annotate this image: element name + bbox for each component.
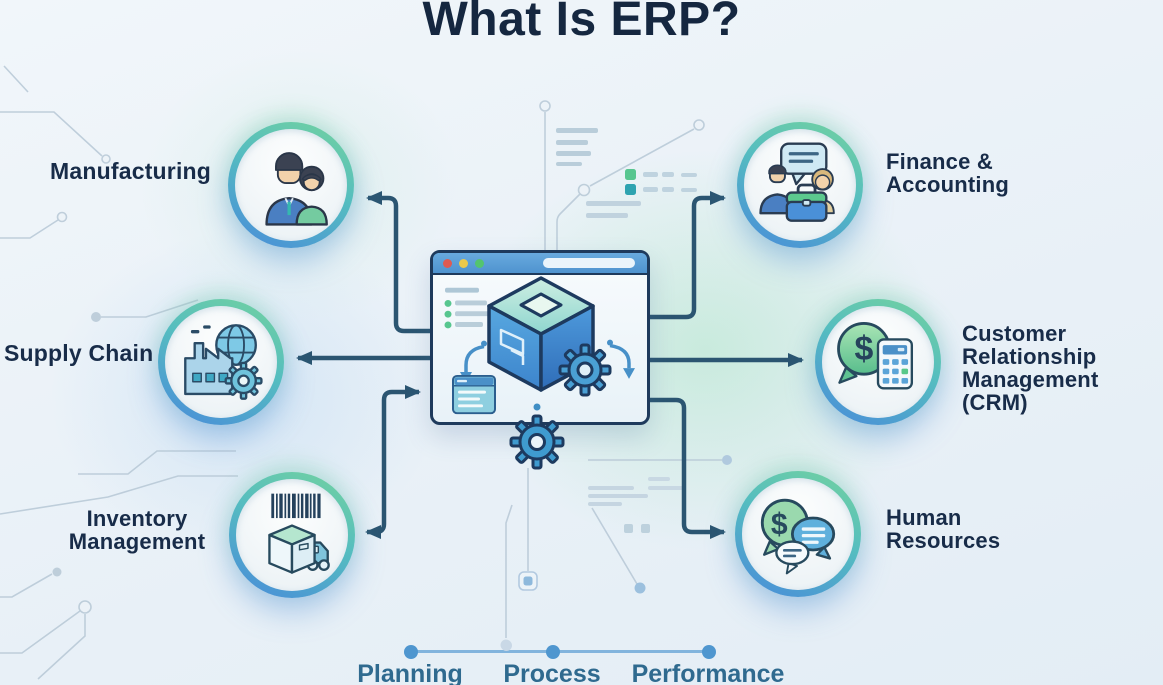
window-content-decoration: [444, 287, 635, 415]
timeline-dot-performance: [702, 645, 716, 659]
gradient-ring: [229, 472, 355, 598]
barcode-box-truck-icon: [268, 493, 330, 574]
speech-bubbles-dollar-icon: $: [760, 498, 836, 575]
module-node-human-resources: $: [735, 471, 861, 597]
gradient-ring: [158, 299, 284, 425]
svg-text:$: $: [771, 508, 788, 541]
factory-globe-gear-icon: [184, 324, 263, 400]
address-bar: [543, 258, 635, 268]
module-node-manufacturing: [228, 122, 354, 248]
erp-cube-icon: [487, 276, 612, 397]
module-label-supply-chain: Supply Chain: [4, 340, 154, 366]
traffic-light-yellow-icon: [459, 259, 468, 268]
module-label-manufacturing: Manufacturing: [50, 158, 212, 184]
module-node-crm: $: [815, 299, 941, 425]
module-label-human-resources: Human Resources: [886, 505, 1001, 553]
gradient-ring: $: [735, 471, 861, 597]
timeline-label-planning: Planning: [357, 660, 463, 685]
workers-icon: [265, 152, 328, 226]
module-node-inventory-management: [229, 472, 355, 598]
gradient-ring: [737, 122, 863, 248]
window-content: [433, 275, 647, 422]
gradient-ring: $: [815, 299, 941, 425]
page-title: What Is ERP?: [422, 0, 741, 46]
timeline-dot-process: [546, 645, 560, 659]
timeline-label-performance: Performance: [631, 660, 785, 685]
window-titlebar: [433, 253, 647, 275]
traffic-light-red-icon: [443, 259, 452, 268]
module-label-crm: Customer Relationship Management (CRM): [962, 321, 1099, 415]
module-label-inventory-management: Inventory Management: [68, 506, 206, 554]
traffic-light-green-icon: [475, 259, 484, 268]
gear-icon: [509, 403, 565, 470]
svg-text:$: $: [854, 330, 873, 368]
timeline-label-process: Process: [503, 660, 601, 685]
timeline-node-dot: [501, 640, 512, 651]
chat-briefcase-icon: [759, 142, 835, 222]
module-node-finance-accounting: [737, 122, 863, 248]
gradient-ring: [228, 122, 354, 248]
module-label-finance-accounting: Finance & Accounting: [886, 149, 1009, 197]
timeline-line: [411, 650, 709, 653]
module-node-supply-chain: [158, 299, 284, 425]
dollar-chat-calculator-icon: $: [837, 322, 914, 390]
timeline-dot-planning: [404, 645, 418, 659]
